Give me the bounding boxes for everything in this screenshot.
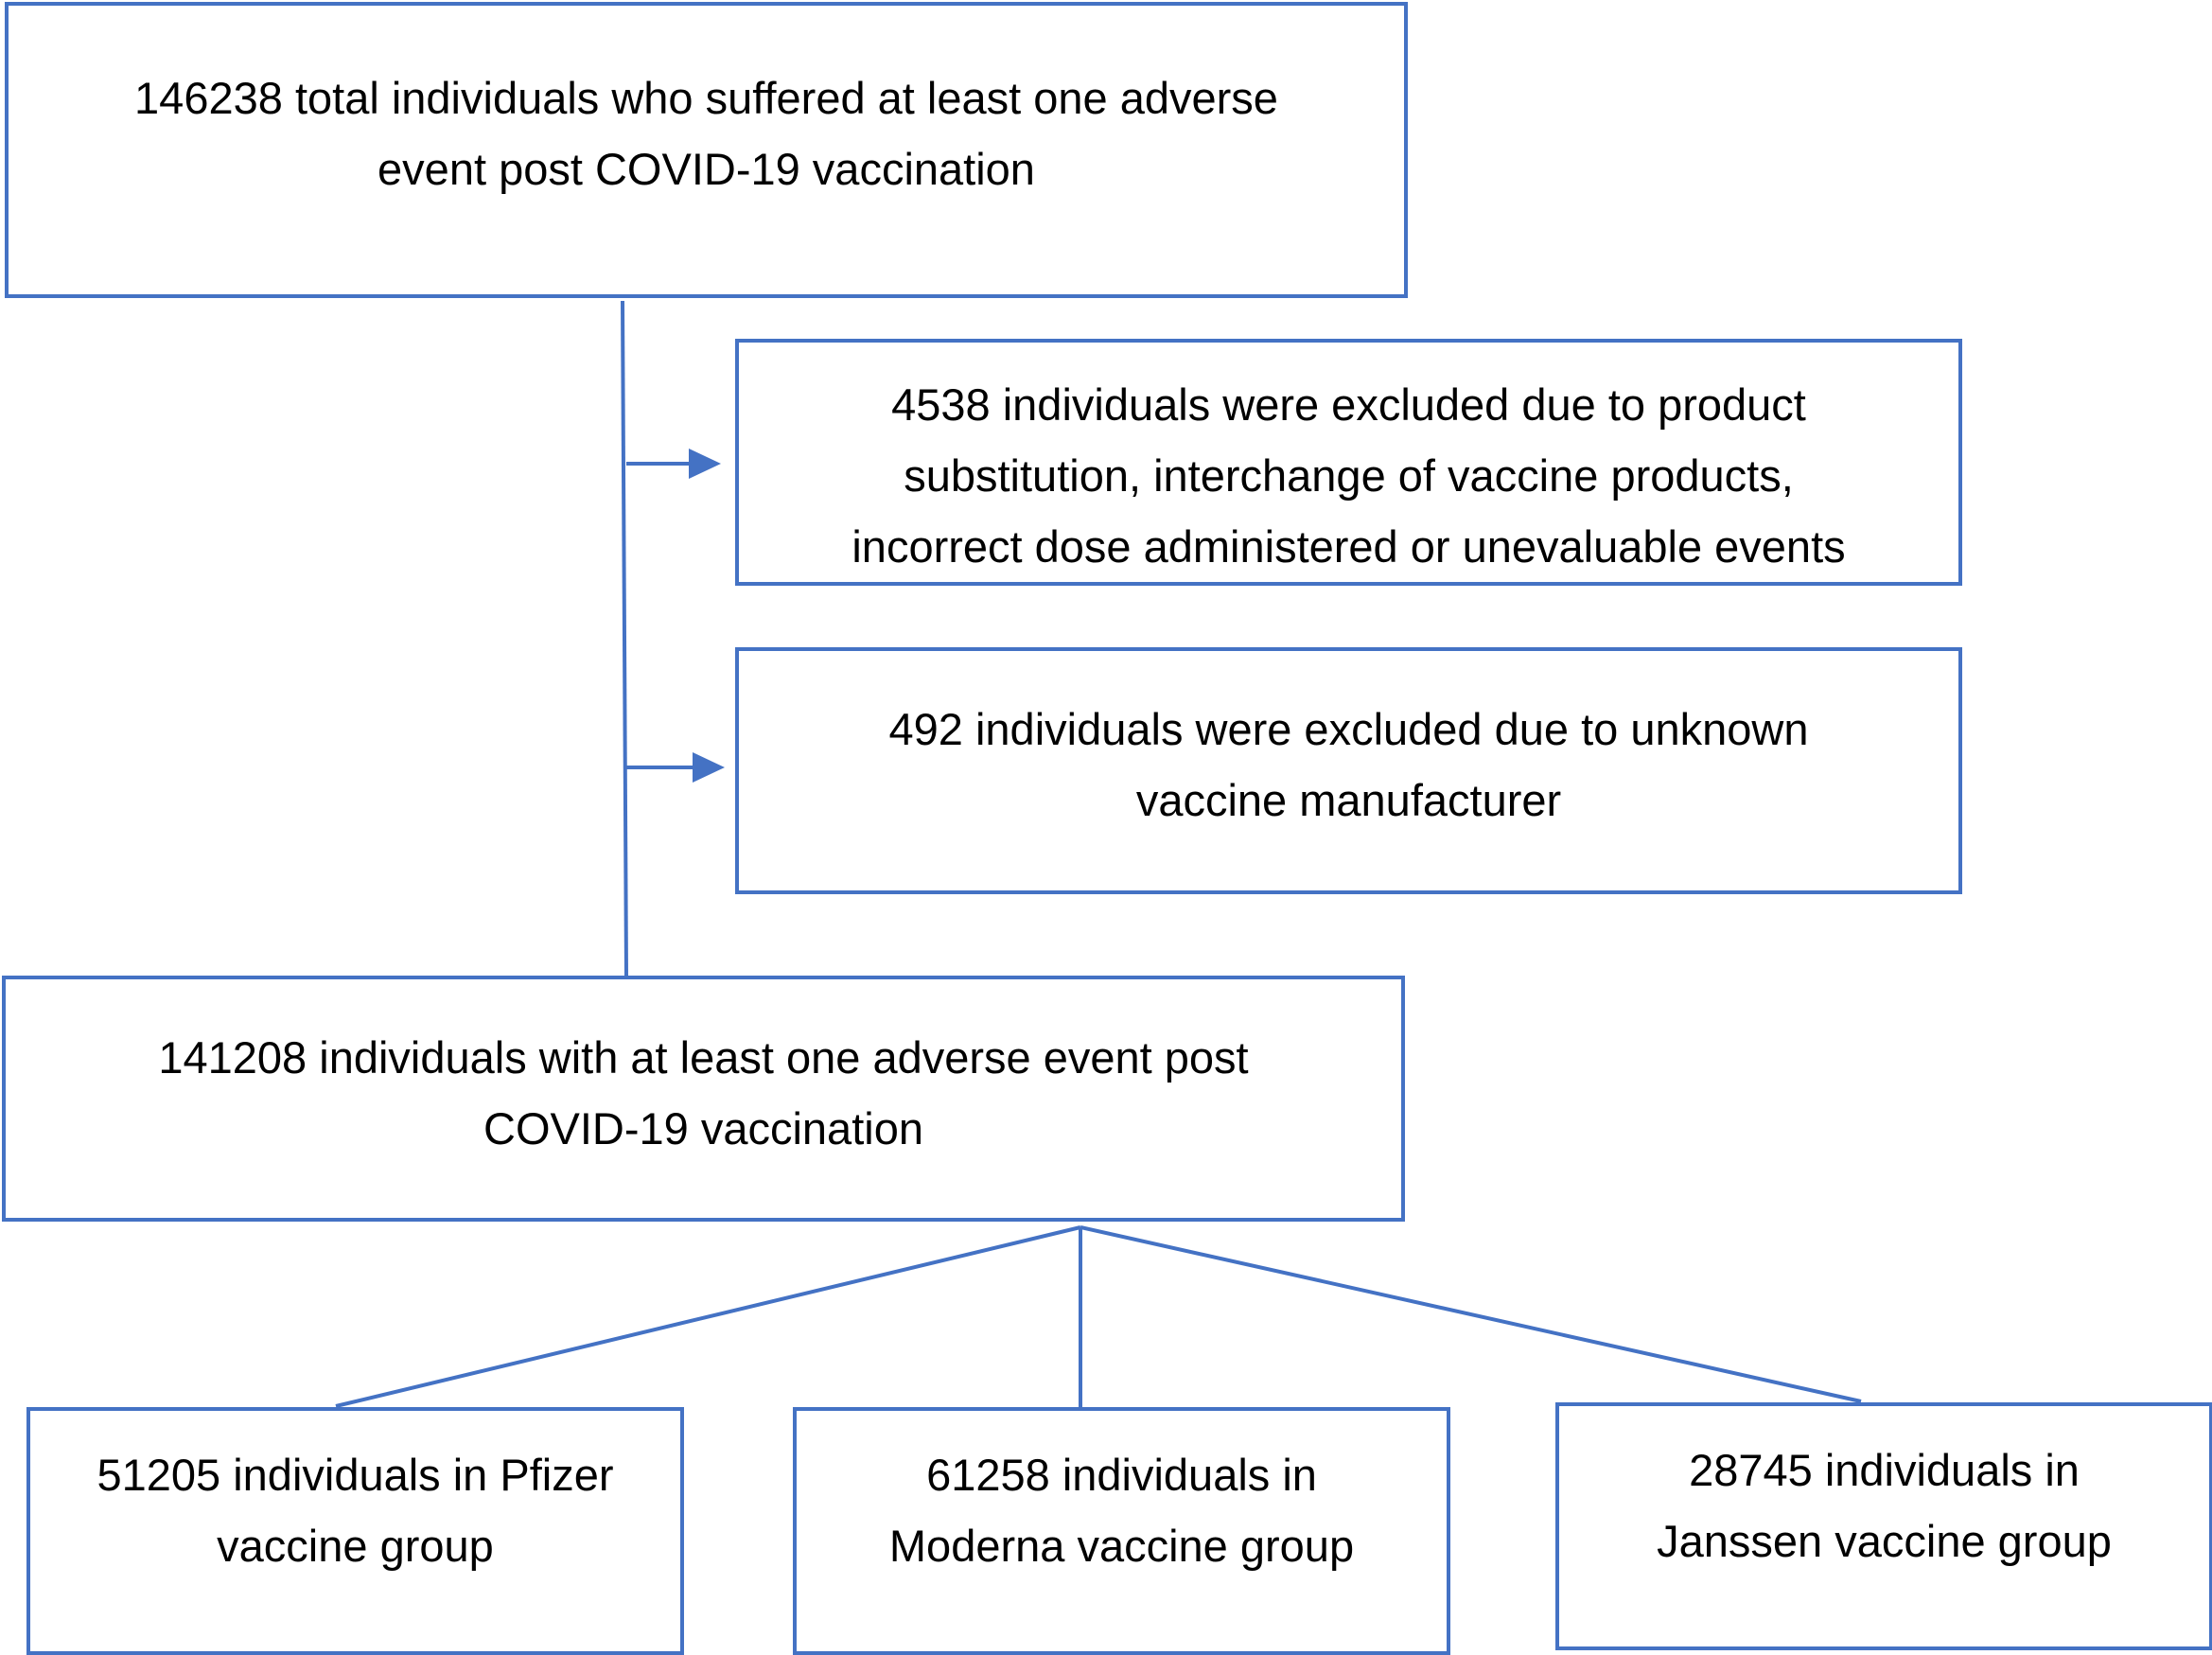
- total-line-1: 146238 total individuals who suffered at…: [134, 73, 1278, 123]
- branch-line-pfizer: [335, 1225, 1081, 1408]
- moderna-group-box: 61258 individuals in Moderna vaccine gro…: [793, 1407, 1450, 1655]
- total-individuals-box: 146238 total individuals who suffered at…: [5, 2, 1408, 298]
- janssen-line-2: Janssen vaccine group: [1657, 1516, 2112, 1566]
- included-line-1: 141208 individuals with at least one adv…: [158, 1032, 1249, 1083]
- moderna-line-1: 61258 individuals in: [926, 1450, 1317, 1500]
- excluded-product-line-2: substitution, interchange of vaccine pro…: [904, 450, 1794, 501]
- main-flow-line: [621, 300, 628, 977]
- excluded-manufacturer-box: 492 individuals were excluded due to unk…: [735, 647, 1962, 894]
- moderna-line-2: Moderna vaccine group: [888, 1521, 1355, 1571]
- total-line-2: event post COVID-19 vaccination: [377, 144, 1035, 194]
- pfizer-line-2: vaccine group: [217, 1521, 494, 1571]
- excluded-product-line-1: 4538 individuals were excluded due to pr…: [891, 379, 1806, 430]
- pfizer-line-1: 51205 individuals in Pfizer: [97, 1450, 614, 1500]
- excluded-product-box: 4538 individuals were excluded due to pr…: [735, 339, 1962, 586]
- janssen-line-1: 28745 individuals in: [1689, 1445, 2080, 1495]
- exclusion-arrowhead-2: [693, 752, 725, 783]
- excluded-manufacturer-line-1: 492 individuals were excluded due to unk…: [888, 704, 1809, 754]
- exclusion-arrowhead-1: [689, 449, 721, 479]
- excluded-manufacturer-line-2: vaccine manufacturer: [1135, 775, 1562, 825]
- branch-line-janssen: [1080, 1225, 1862, 1403]
- excluded-product-line-3: incorrect dose administered or unevaluab…: [851, 521, 1846, 572]
- included-line-2: COVID-19 vaccination: [483, 1103, 923, 1153]
- janssen-group-box: 28745 individuals in Janssen vaccine gro…: [1555, 1402, 2212, 1650]
- pfizer-group-box: 51205 individuals in Pfizer vaccine grou…: [26, 1407, 684, 1655]
- included-individuals-box: 141208 individuals with at least one adv…: [2, 976, 1405, 1222]
